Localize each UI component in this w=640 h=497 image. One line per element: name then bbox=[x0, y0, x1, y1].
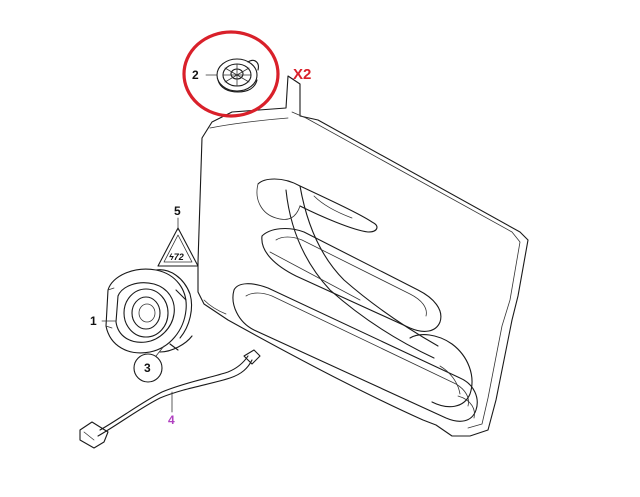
speaker-part bbox=[105, 268, 193, 354]
part-number-1: 1 bbox=[90, 314, 97, 328]
cable-part bbox=[79, 349, 261, 449]
part-number-5: 5 bbox=[174, 204, 181, 218]
highlight-circle bbox=[182, 30, 280, 118]
warning-label-part: ϟ72 bbox=[157, 227, 199, 267]
quantity-note: X2 bbox=[293, 66, 311, 83]
part-number-3: 3 bbox=[144, 361, 151, 375]
leader-line-3 bbox=[155, 345, 165, 357]
part-number-4: 4 bbox=[168, 413, 175, 427]
part-number-2: 2 bbox=[192, 68, 199, 82]
door-panel bbox=[197, 75, 529, 437]
tweeter-part bbox=[216, 58, 259, 93]
warning-symbol: ϟ72 bbox=[169, 252, 184, 262]
part-3-circle bbox=[133, 353, 163, 383]
